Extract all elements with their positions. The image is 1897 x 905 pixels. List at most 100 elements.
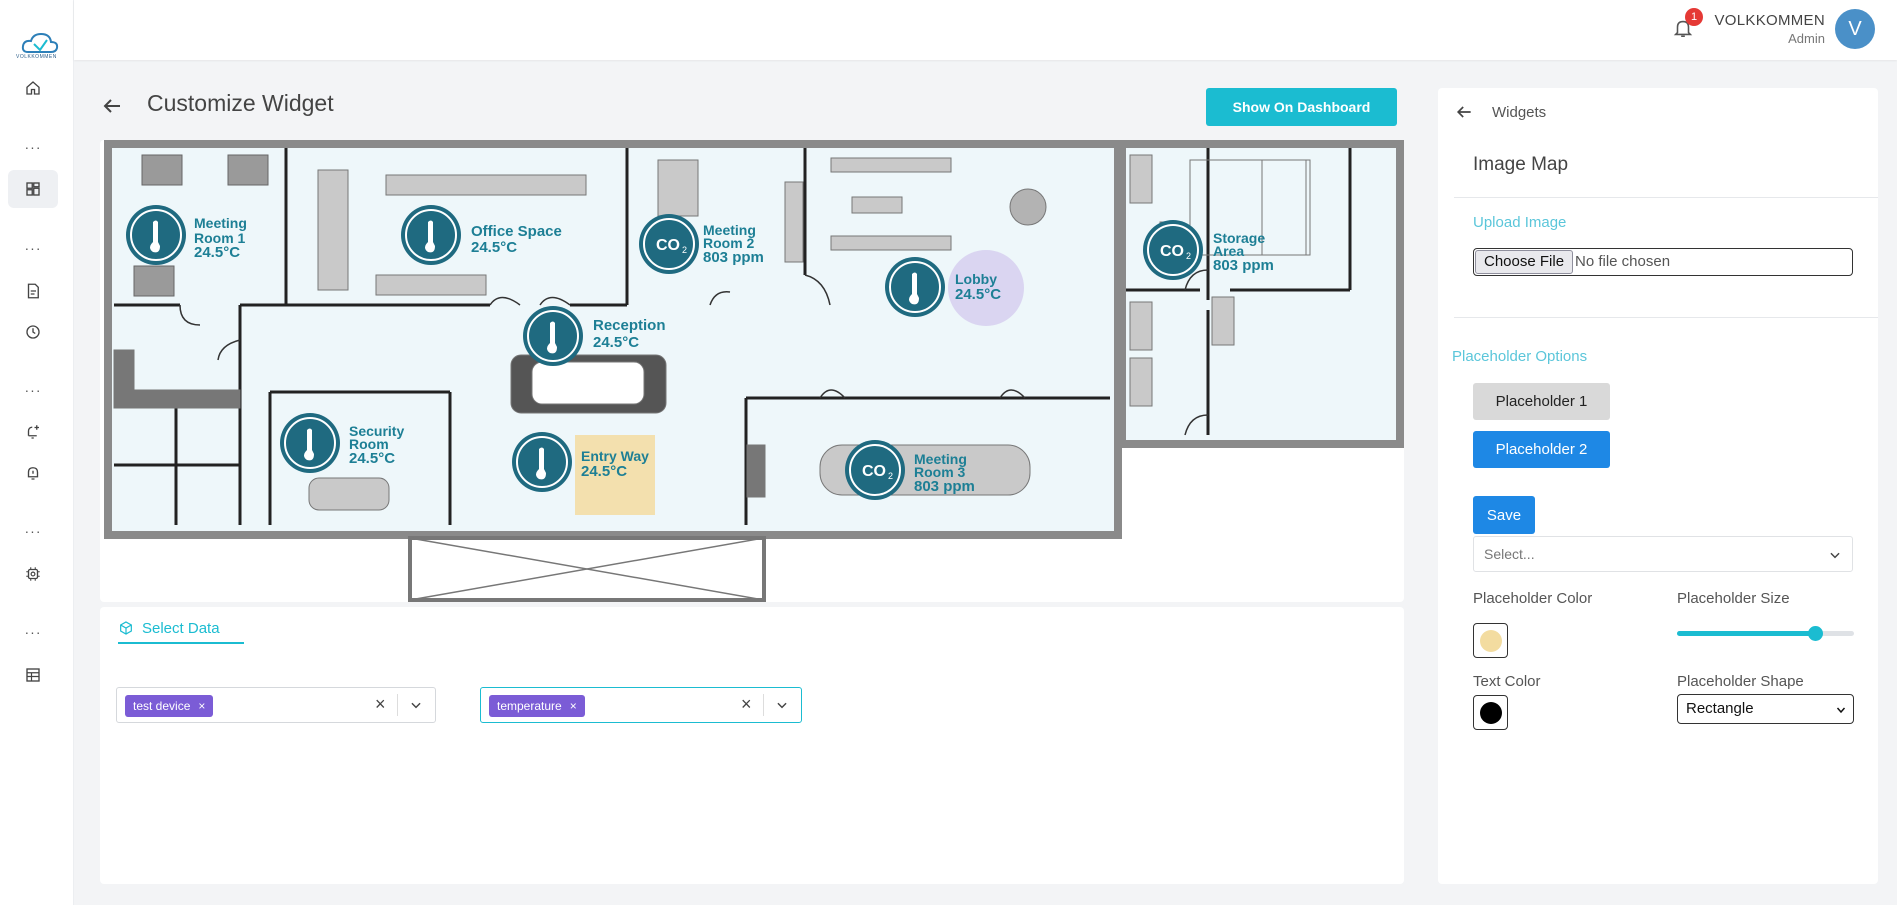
dashboard-icon [26, 182, 40, 196]
room-label: Meeting [914, 451, 967, 467]
placeholder-select[interactable]: Select... [1473, 536, 1853, 572]
nav-settings[interactable] [8, 555, 58, 593]
widgets-breadcrumb[interactable]: Widgets [1492, 104, 1547, 121]
svg-text:CO: CO [862, 463, 886, 480]
room-value: 24.5°C [581, 463, 627, 480]
sensor-security-room [280, 413, 340, 473]
show-on-dashboard-button[interactable]: Show On Dashboard [1206, 88, 1397, 126]
back-arrow-icon[interactable] [100, 94, 124, 118]
sidebar: VOLKKOMMEN ··· ··· ··· ··· ··· [0, 0, 74, 905]
placeholder-2-button[interactable]: Placeholder 2 [1473, 431, 1610, 468]
sensor-lobby [885, 257, 945, 317]
placeholder-color-picker[interactable] [1473, 623, 1508, 658]
brand-logo-icon[interactable] [20, 30, 60, 60]
nav-reports[interactable] [8, 272, 58, 310]
svg-text:2: 2 [1186, 251, 1191, 261]
tab-select-data-label: Select Data [142, 619, 220, 637]
text-color-label: Text Color [1473, 673, 1541, 690]
tab-select-data[interactable]: Select Data [118, 614, 244, 644]
room-label: Room 1 [194, 230, 246, 246]
room-value: 24.5°C [471, 239, 517, 256]
bell-icon[interactable] [1672, 16, 1694, 40]
sensor-multiselect[interactable]: temperature× × [480, 687, 802, 723]
slider-fill [1677, 631, 1816, 636]
nav-alarms[interactable] [8, 454, 58, 492]
nav-separator: ··· [24, 240, 42, 256]
slider-thumb[interactable] [1808, 626, 1824, 641]
home-icon [26, 81, 40, 95]
notification-badge: 1 [1685, 8, 1703, 26]
room-label: Room [349, 436, 389, 452]
placeholder-shape-select[interactable]: Rectangle [1677, 694, 1854, 724]
save-button[interactable]: Save [1473, 496, 1535, 534]
page-title: Customize Widget [147, 90, 334, 116]
sensor-chip-remove-button[interactable]: × [569, 699, 577, 713]
room-label: Reception [593, 317, 666, 334]
placeholder-size-label: Placeholder Size [1677, 590, 1790, 607]
choose-file-button[interactable]: Choose File [1475, 250, 1574, 274]
room-value: 24.5°C [955, 286, 1001, 303]
room-value: 803 ppm [703, 249, 764, 266]
room-label: Office Space [471, 223, 562, 240]
room-value: 803 ppm [914, 478, 975, 495]
nav-separator: ··· [24, 523, 42, 539]
room-label: Area [1213, 243, 1244, 259]
room-label: Room 3 [914, 464, 966, 480]
device-clear-button[interactable]: × [375, 694, 386, 714]
room-label: Room 2 [703, 235, 755, 251]
svg-text:CO: CO [656, 237, 680, 254]
device-chip-label: test device [133, 699, 191, 713]
device-chip-remove-button[interactable]: × [198, 699, 206, 713]
upload-image-label: Upload Image [1473, 214, 1567, 231]
device-multiselect[interactable]: test device × × [116, 687, 436, 723]
text-color-picker[interactable] [1473, 695, 1508, 730]
settings-icon [26, 567, 40, 581]
avatar[interactable]: V [1835, 9, 1875, 49]
floor-plan[interactable]: CO2 CO2 CO2 Meeting Room 1 24.5°C Office… [100, 140, 1404, 602]
divider [1454, 317, 1878, 318]
report-icon [27, 283, 39, 299]
text-color-swatch [1479, 701, 1502, 724]
room-value: 24.5°C [349, 450, 395, 467]
room-value: 24.5°C [593, 334, 639, 351]
chevron-down-icon[interactable] [409, 698, 423, 712]
room-label: Storage [1213, 230, 1265, 246]
table-icon [26, 668, 40, 682]
placeholder-select-value: Select... [1484, 546, 1535, 562]
svg-text:2: 2 [682, 245, 687, 255]
placeholder-shape-value: Rectangle [1686, 700, 1754, 717]
nav-add-alert[interactable] [8, 413, 58, 451]
room-label: Lobby [955, 271, 997, 287]
file-status: No file chosen [1575, 253, 1671, 270]
cube-icon [120, 621, 132, 635]
room-value: 24.5°C [194, 244, 240, 261]
nav-history[interactable] [8, 313, 58, 351]
sensor-office-space [401, 205, 461, 265]
room-value: 803 ppm [1213, 257, 1274, 274]
alert-add-icon [27, 425, 39, 439]
divider [763, 694, 764, 716]
placeholder-size-slider[interactable] [1677, 626, 1854, 641]
chevron-down-icon[interactable] [775, 698, 789, 712]
user-name[interactable]: VOLKKOMMEN [1714, 12, 1825, 29]
nav-home[interactable] [8, 69, 58, 107]
divider [1454, 197, 1878, 198]
placeholder-color-label: Placeholder Color [1473, 590, 1593, 607]
sensor-clear-button[interactable]: × [741, 694, 752, 714]
back-arrow-icon[interactable] [1454, 102, 1474, 122]
user-role: Admin [1788, 31, 1825, 46]
device-chip: test device × [125, 695, 214, 717]
chevron-down-icon [1836, 707, 1846, 714]
divider [397, 694, 398, 716]
sensor-chip: temperature× [489, 695, 585, 717]
history-icon [26, 325, 40, 339]
alarm-icon [27, 467, 39, 480]
nav-tables[interactable] [8, 656, 58, 694]
placeholder-1-button[interactable]: Placeholder 1 [1473, 383, 1610, 420]
file-input[interactable]: Choose File No file chosen [1473, 248, 1853, 276]
nav-dashboard[interactable] [8, 170, 58, 208]
